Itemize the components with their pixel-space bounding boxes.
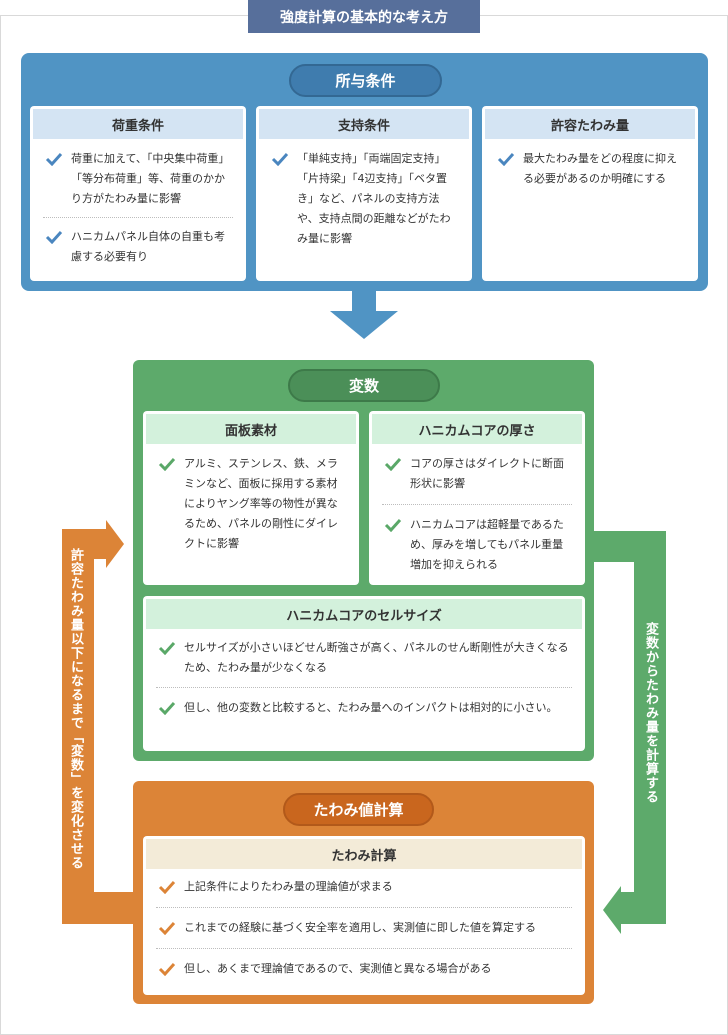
check-icon	[158, 962, 176, 976]
list-item: ハニカムコアは超軽量であるため、厚みを増してもパネル重量増加を抑えられる	[369, 515, 585, 575]
list-item-text: 「単純支持」「両端固定支持」「片持梁」「4辺支持」「ベタ置き」など、パネルの支持…	[297, 152, 451, 245]
face-material-card: 面板素材 アルミ、ステンレス、鉄、メラミンなど、面板に採用する素材によりヤング率…	[143, 411, 359, 585]
load-condition-card: 荷重条件 荷重に加えて、「中央集中荷重」「等分布荷重」等、荷重のかかり方がたわみ…	[30, 106, 246, 281]
check-icon	[45, 230, 63, 244]
check-icon	[45, 152, 63, 166]
deflection-calc-card: たわみ計算 上記条件によりたわみ量の理論値が求まる これまでの経験に基づく安全率…	[143, 836, 585, 995]
list-item-text: 但し、あくまで理論値であるので、実測値と異なる場合がある	[184, 962, 492, 975]
variables-section: 変数 面板素材 アルミ、ステンレス、鉄、メラミンなど、面板に採用する素材によりヤ…	[133, 360, 594, 761]
right-loop-label: 変数からたわみ量を計算する	[643, 622, 658, 804]
support-condition-heading: 支持条件	[259, 109, 469, 139]
list-item: 「単純支持」「両端固定支持」「片持梁」「4辺支持」「ベタ置き」など、パネルの支持…	[256, 149, 472, 249]
list-item: コアの厚さはダイレクトに断面形状に影響	[369, 454, 585, 494]
divider	[382, 504, 572, 505]
support-condition-card: 支持条件 「単純支持」「両端固定支持」「片持梁」「4辺支持」「ベタ置き」など、パ…	[256, 106, 472, 281]
given-conditions-title: 所与条件	[289, 64, 442, 97]
check-icon	[158, 921, 176, 935]
list-item-text: セルサイズが小さいほどせん断強さが高く、パネルのせん断剛性が大きくなるため、たわ…	[184, 641, 569, 674]
left-loop-label: 許容たわみ量以下になるまで「変数」を変化させる	[68, 548, 83, 870]
list-item: 但し、あくまで理論値であるので、実測値と異なる場合がある	[143, 959, 585, 979]
divider	[156, 907, 572, 908]
load-condition-heading: 荷重条件	[33, 109, 243, 139]
list-item: 荷重に加えて、「中央集中荷重」「等分布荷重」等、荷重のかかり方がたわみ量に影響	[30, 149, 246, 209]
check-icon	[384, 518, 402, 532]
list-item: 上記条件によりたわみ量の理論値が求まる	[143, 877, 585, 897]
down-arrow	[330, 291, 398, 339]
check-icon	[271, 152, 289, 166]
face-material-heading: 面板素材	[146, 414, 356, 444]
core-thickness-heading: ハニカムコアの厚さ	[372, 414, 582, 444]
page-title: 強度計算の基本的な考え方	[248, 0, 480, 33]
divider	[156, 948, 572, 949]
cell-size-heading: ハニカムコアのセルサイズ	[146, 599, 582, 629]
divider	[43, 217, 233, 218]
check-icon	[158, 880, 176, 894]
list-item-text: 最大たわみ量をどの程度に抑える必要があるのか明確にする	[523, 152, 677, 185]
list-item-text: 荷重に加えて、「中央集中荷重」「等分布荷重」等、荷重のかかり方がたわみ量に影響	[71, 152, 230, 205]
check-icon	[158, 457, 176, 471]
cell-size-card: ハニカムコアのセルサイズ セルサイズが小さいほどせん断強さが高く、パネルのせん断…	[143, 596, 585, 751]
deflection-calc-section: たわみ値計算 たわみ計算 上記条件によりたわみ量の理論値が求まる これまでの経験…	[133, 781, 594, 1004]
deflection-calc-heading: たわみ計算	[146, 839, 582, 869]
check-icon	[158, 701, 176, 715]
core-thickness-card: ハニカムコアの厚さ コアの厚さはダイレクトに断面形状に影響 ハニカムコアは超軽量…	[369, 411, 585, 585]
list-item-text: ハニカムパネル自体の自重も考慮する必要有り	[71, 230, 225, 263]
allowable-deflection-card: 許容たわみ量 最大たわみ量をどの程度に抑える必要があるのか明確にする	[482, 106, 698, 281]
list-item-text: アルミ、ステンレス、鉄、メラミンなど、面板に採用する素材によりヤング率等の物性が…	[184, 457, 338, 550]
list-item: 最大たわみ量をどの程度に抑える必要があるのか明確にする	[482, 149, 698, 189]
given-conditions-section: 所与条件 荷重条件 荷重に加えて、「中央集中荷重」「等分布荷重」等、荷重のかかり…	[21, 53, 708, 291]
allowable-deflection-heading: 許容たわみ量	[485, 109, 695, 139]
divider	[156, 687, 572, 688]
list-item-text: 上記条件によりたわみ量の理論値が求まる	[184, 880, 393, 893]
list-item: 但し、他の変数と比較すると、たわみ量へのインパクトは相対的に小さい。	[143, 698, 585, 718]
list-item: ハニカムパネル自体の自重も考慮する必要有り	[30, 227, 246, 267]
list-item: これまでの経験に基づく安全率を適用し、実測値に即した値を算定する	[143, 918, 585, 938]
check-icon	[497, 152, 515, 166]
variables-title: 変数	[288, 369, 440, 402]
list-item-text: これまでの経験に基づく安全率を適用し、実測値に即した値を算定する	[184, 921, 536, 934]
list-item: セルサイズが小さいほどせん断強さが高く、パネルのせん断剛性が大きくなるため、たわ…	[143, 638, 585, 678]
list-item: アルミ、ステンレス、鉄、メラミンなど、面板に採用する素材によりヤング率等の物性が…	[143, 454, 359, 554]
check-icon	[384, 457, 402, 471]
list-item-text: ハニカムコアは超軽量であるため、厚みを増してもパネル重量増加を抑えられる	[410, 518, 564, 571]
deflection-calc-title: たわみ値計算	[283, 793, 434, 826]
list-item-text: 但し、他の変数と比較すると、たわみ量へのインパクトは相対的に小さい。	[184, 701, 558, 714]
check-icon	[158, 641, 176, 655]
list-item-text: コアの厚さはダイレクトに断面形状に影響	[410, 457, 564, 490]
